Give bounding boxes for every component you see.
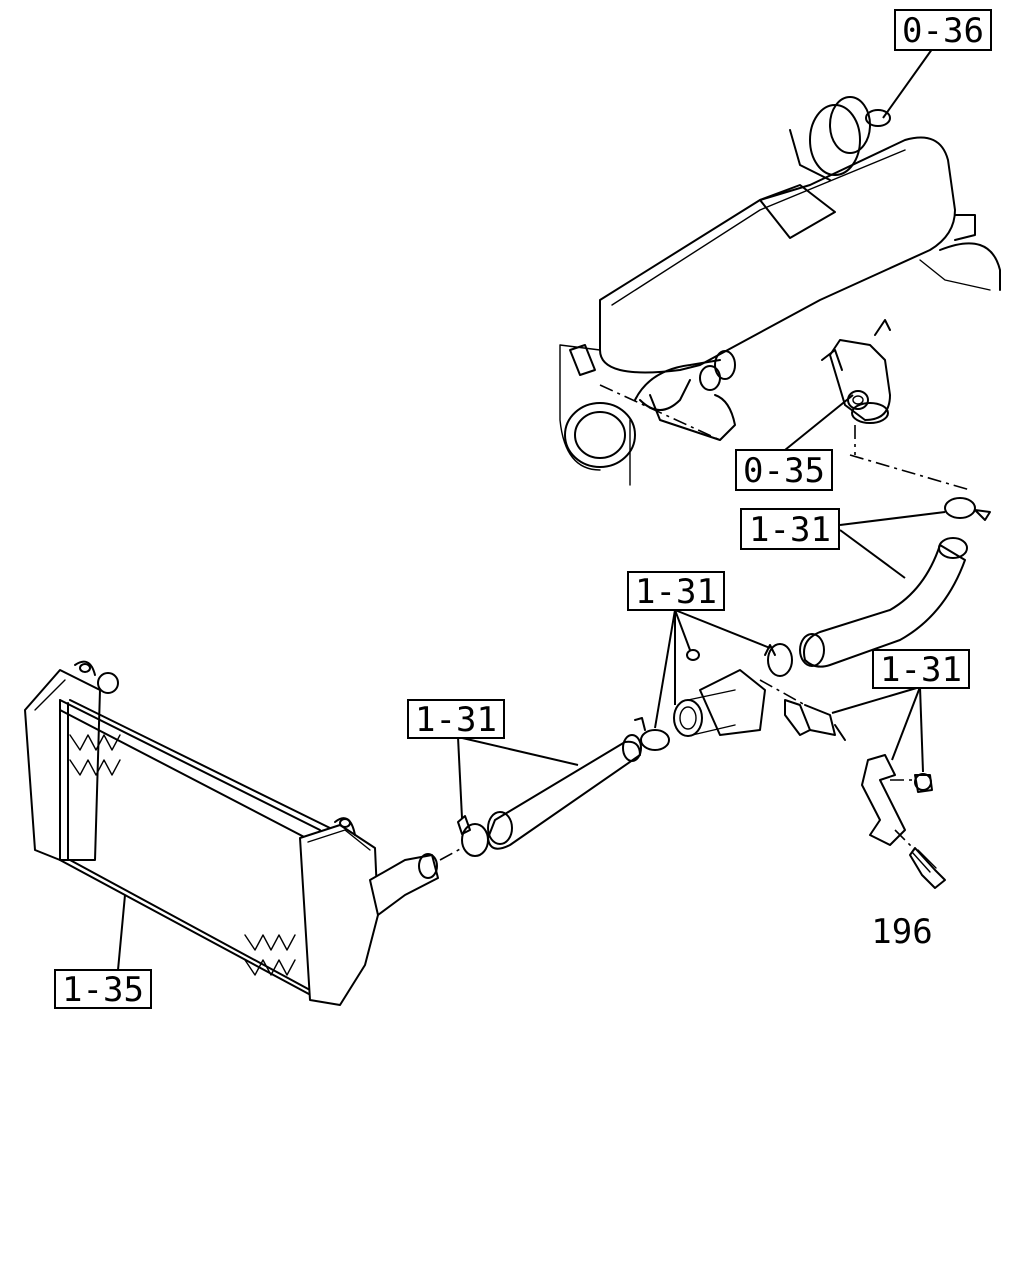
outlet-pipe [634, 643, 846, 751]
bracket-assembly [861, 754, 946, 889]
svg-text:1-35: 1-35 [62, 970, 144, 1010]
engine-block [559, 96, 1001, 486]
label-1-31-right: 1-31 [872, 649, 970, 690]
label-1-35: 1-35 [54, 969, 152, 1010]
svg-text:0-36: 0-36 [902, 11, 984, 51]
middle-hose [439, 734, 642, 861]
assembly-line-upper [849, 454, 971, 491]
svg-text:1-31: 1-31 [415, 700, 497, 740]
label-1-31-upper: 1-31 [740, 508, 840, 550]
label-1-31-middle: 1-31 [627, 571, 725, 612]
upper-hose [799, 497, 991, 668]
svg-text:1-31: 1-31 [635, 572, 717, 612]
label-1-31-left: 1-31 [407, 699, 505, 740]
svg-text:196: 196 [871, 912, 932, 952]
svg-text:1-31: 1-31 [880, 650, 962, 690]
label-196: 196 [871, 912, 932, 952]
svg-text:0-35: 0-35 [743, 451, 825, 491]
leader-lines [117, 44, 946, 971]
radiator [24, 660, 439, 1006]
thermostat-housing [821, 319, 891, 424]
svg-text:1-31: 1-31 [749, 510, 831, 550]
label-0-36: 0-36 [894, 9, 992, 51]
label-0-35: 0-35 [735, 449, 833, 491]
